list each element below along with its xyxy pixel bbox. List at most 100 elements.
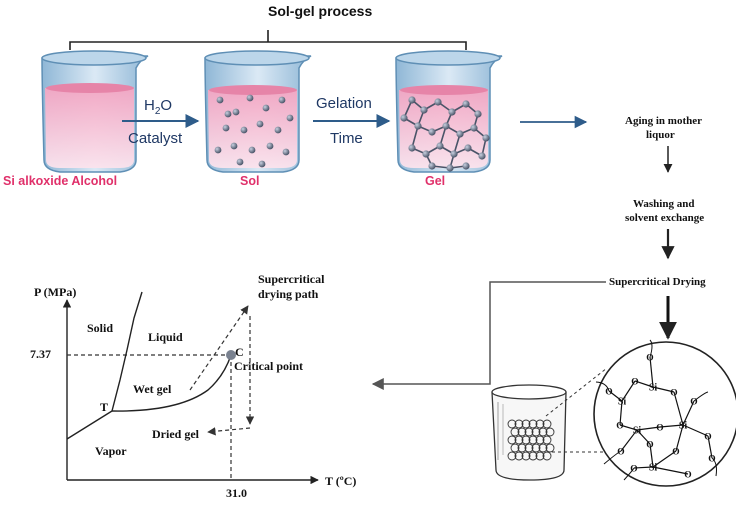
network-bond xyxy=(620,429,638,452)
beaker-precursor xyxy=(41,50,149,173)
network-bond xyxy=(652,450,677,468)
network-bond xyxy=(636,429,651,445)
sol-particle xyxy=(222,124,230,132)
aerogel-bead xyxy=(510,427,520,437)
network-bonds xyxy=(595,339,717,481)
oxygen-atom: O xyxy=(616,422,623,432)
sol-particle xyxy=(278,96,286,104)
silicon-atom: Si xyxy=(618,397,627,408)
sol-particle xyxy=(274,126,282,134)
gel-particle xyxy=(408,144,416,152)
sol-label: Sol xyxy=(240,174,259,188)
aerogel-bead xyxy=(545,427,555,437)
aerogel-beaker-sketch xyxy=(491,384,567,481)
aerogel-bead xyxy=(545,443,555,453)
gel-particle xyxy=(420,106,428,114)
oxygen-atom: O xyxy=(704,433,711,443)
aerogel-bead xyxy=(514,451,524,461)
beaker-gel xyxy=(395,50,503,173)
gel-particle xyxy=(400,114,408,122)
oxygen-atom: O xyxy=(672,448,679,458)
washing-step-line2: solvent exchange xyxy=(625,212,704,224)
aerogel-bead xyxy=(528,435,538,445)
aerogel-bead xyxy=(528,451,538,461)
network-bond xyxy=(621,380,636,402)
y-tick-label: 7.37 xyxy=(30,347,51,361)
gel-particle xyxy=(428,128,436,136)
silicon-atom: Si xyxy=(649,383,658,394)
oxygen-atom: O xyxy=(656,424,663,434)
oxygen-atom: O xyxy=(670,389,677,399)
sol-particle xyxy=(258,160,266,168)
diagram-title: Sol-gel process xyxy=(268,3,372,19)
oxygen-atom: O xyxy=(630,465,637,475)
gel-particle xyxy=(448,108,456,116)
silicon-atom: Si xyxy=(679,421,688,432)
aerogel-bead xyxy=(535,435,545,445)
gel-particle xyxy=(446,164,454,172)
sol-particle xyxy=(214,146,222,154)
network-bond xyxy=(659,424,684,428)
phase-diagram: P (MPa) T (ºC) 7.37 31.0 Solid Liquid Va… xyxy=(30,272,356,500)
oxygen-atom: O xyxy=(617,448,624,458)
vapor-solid-boundary xyxy=(66,410,113,440)
sol-particle xyxy=(256,120,264,128)
network-bond xyxy=(636,426,661,431)
network-bond xyxy=(649,356,654,388)
aging-step-line2: liquor xyxy=(646,129,675,141)
network-terminal-bond xyxy=(711,457,717,477)
network-bond xyxy=(633,466,654,469)
liquid-region-label: Liquid xyxy=(148,330,183,344)
network-bond xyxy=(652,386,675,393)
path-arrow-up xyxy=(189,305,249,391)
gel-particle xyxy=(428,162,436,170)
sol-particle xyxy=(282,148,290,156)
network-terminal-bond xyxy=(649,339,653,358)
gel-particle xyxy=(474,110,482,118)
arrow1-bottom-label: Catalyst xyxy=(128,130,183,147)
process-bracket xyxy=(69,30,467,50)
beaker-sol xyxy=(204,50,312,173)
network-bond xyxy=(608,390,623,402)
oxygen-atom: O xyxy=(605,388,612,398)
aerogel-bead xyxy=(528,419,538,429)
aerogel-bead xyxy=(507,419,517,429)
aerogel-bead xyxy=(507,451,517,461)
aerogel-bead xyxy=(514,435,524,445)
oxygen-atom: O xyxy=(684,471,691,481)
vapor-region-label: Vapor xyxy=(95,444,127,458)
solid-region-label: Solid xyxy=(87,321,113,335)
gel-label: Gel xyxy=(425,174,445,188)
aerogel-bead xyxy=(538,443,548,453)
sol-particle xyxy=(240,126,248,134)
aerogel-bead xyxy=(542,435,552,445)
gel-particle xyxy=(450,150,458,158)
zoom-line-top xyxy=(545,367,608,417)
gel-bond xyxy=(411,125,419,149)
network-bond xyxy=(682,424,709,437)
sol-particle xyxy=(230,142,238,150)
aerogel-bead xyxy=(510,443,520,453)
supercritical-path-label-line1: Supercritical xyxy=(258,272,325,286)
sol-particle xyxy=(224,110,232,118)
washing-step-line1: Washing and xyxy=(633,198,694,210)
aerogel-bead xyxy=(517,427,527,437)
sol-particles xyxy=(214,94,294,168)
gel-particle xyxy=(434,98,442,106)
aerogel-bead xyxy=(521,435,531,445)
aging-step-line1: Aging in mother xyxy=(625,115,702,127)
sol-particle xyxy=(246,94,254,102)
gel-particle xyxy=(464,144,472,152)
critical-point-label: Critical point xyxy=(234,359,303,373)
y-axis-label: P (MPa) xyxy=(34,285,76,299)
oxygen-atom: O xyxy=(708,455,715,465)
aerogel-bead xyxy=(531,443,541,453)
sol-particle xyxy=(216,96,224,104)
network-bond xyxy=(619,424,638,431)
network-bond xyxy=(634,380,654,388)
aerogel-bead xyxy=(531,427,541,437)
drying-step: Supercritical Drying xyxy=(609,276,706,288)
gel-particle xyxy=(470,124,478,132)
network-bond xyxy=(707,435,713,459)
